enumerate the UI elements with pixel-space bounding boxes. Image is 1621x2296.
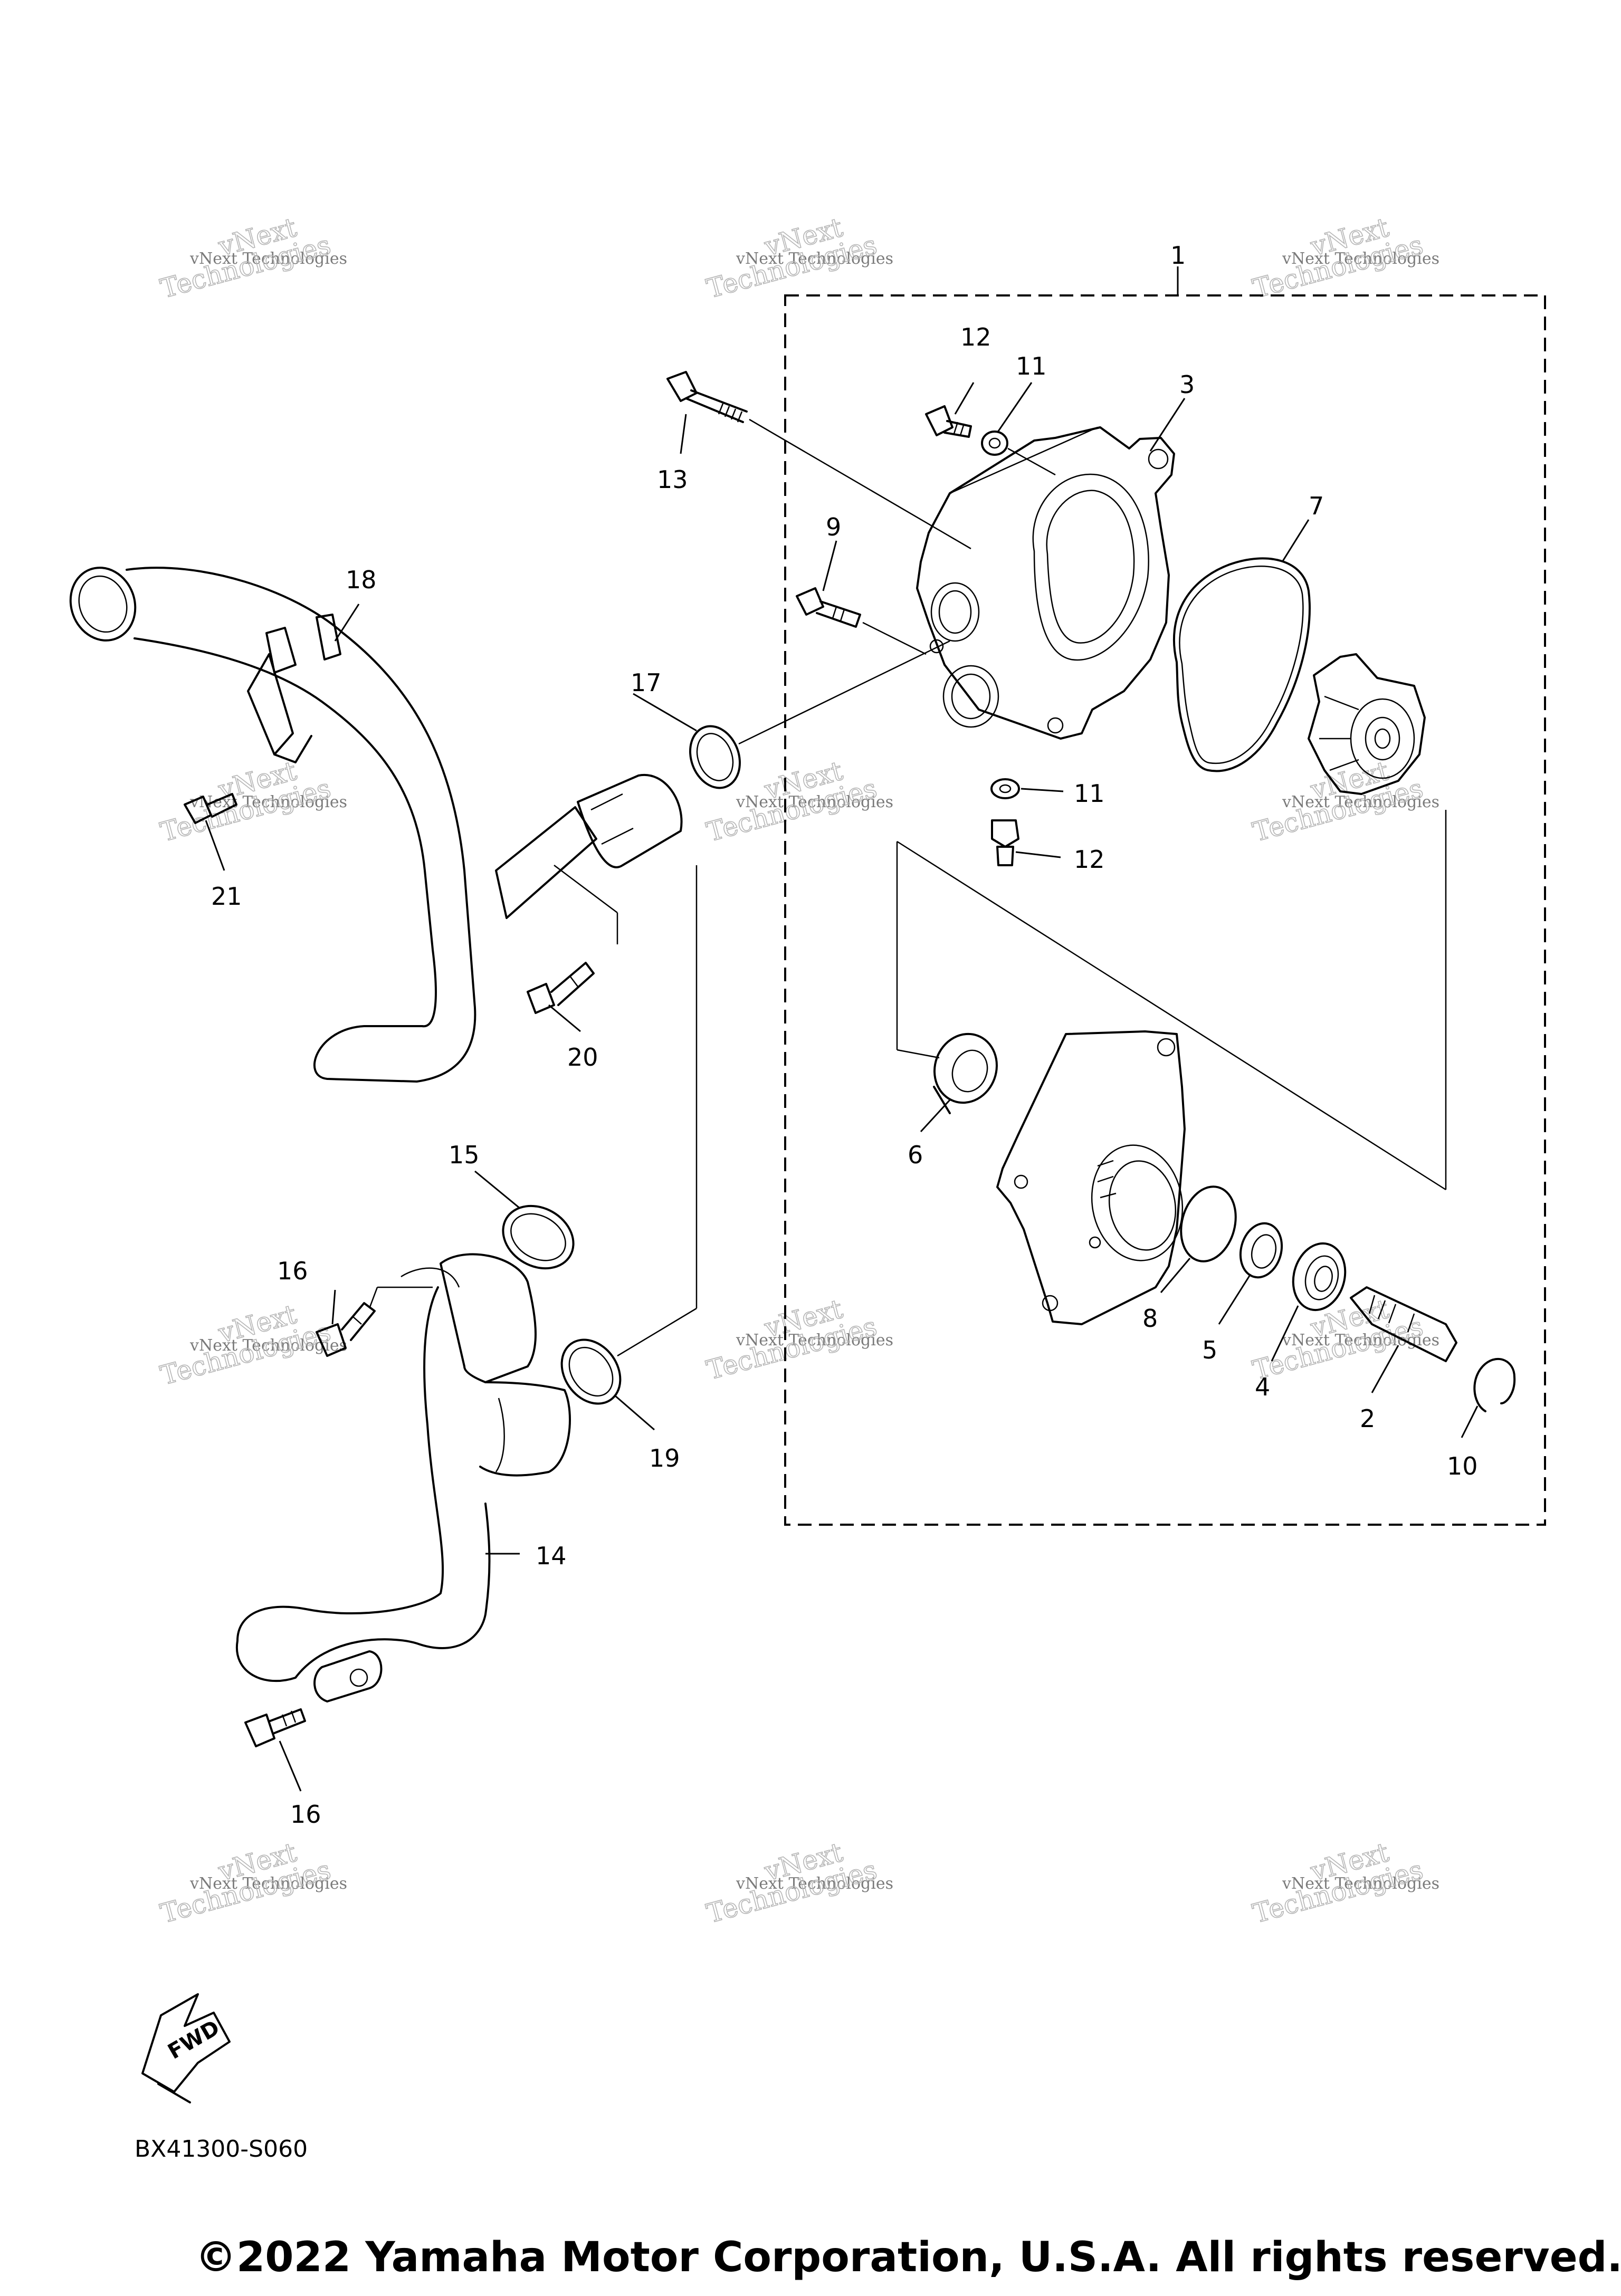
watermarks: vNext Technologies vNext Technologies vN… [157,212,1439,1929]
circlip-10 [1473,1357,1516,1412]
washer-11-bottom [990,778,1020,799]
callout-5: 5 [1202,1336,1217,1364]
svg-text:vNext Technologies: vNext Technologies [736,1874,893,1893]
callout-7: 7 [1309,492,1324,520]
bolt-16-top [316,1286,433,1357]
o-ring-17 [689,640,950,789]
callout-10: 10 [1447,1452,1478,1480]
watermark: vNext Technologies vNext Technologies [157,212,347,304]
svg-text:vNext Technologies: vNext Technologies [1282,250,1439,268]
watermark: vNext Technologies vNext Technologies [1249,755,1439,848]
o-ring-8 [1180,1185,1237,1262]
bearing-housing [996,1030,1186,1325]
callout-11-top: 11 [1016,352,1047,380]
bolt-20 [527,962,595,1014]
o-ring-15 [502,1204,575,1270]
assembly-callout: 1 [1170,241,1186,270]
watermark: vNext Technologies vNext Technologies [157,1298,347,1391]
svg-text:vNext Technologies: vNext Technologies [189,250,347,268]
pump-housing [916,426,1175,740]
svg-text:vNext Technologies: vNext Technologies [1282,793,1439,811]
callout-9: 9 [826,513,841,541]
bolt-16-bottom [244,1708,306,1747]
watermark: vNext Technologies vNext Technologies [703,1293,893,1386]
callout-2: 2 [1360,1404,1375,1433]
callout-4: 4 [1255,1373,1270,1401]
leader-lines [205,382,1479,1792]
seal-5 [1239,1222,1283,1279]
svg-text:vNext Technologies: vNext Technologies [189,1874,347,1893]
bolt-13 [666,371,971,550]
svg-text:vNext Technologies: vNext Technologies [1282,1331,1439,1350]
callout-12-top: 12 [960,323,991,351]
watermark: vNext Technologies vNext Technologies [1249,1836,1439,1929]
svg-text:vNext Technologies: vNext Technologies [736,793,893,811]
bolt-12-bottom [991,819,1019,866]
callout-19: 19 [649,1444,680,1472]
svg-text:vNext Technologies: vNext Technologies [736,1331,893,1350]
watermark: vNext Technologies vNext Technologies [157,1836,347,1929]
callout-11-bottom: 11 [1074,779,1105,808]
bolt-21 [184,793,237,824]
bolt-12-top [925,405,972,438]
callout-13: 13 [657,465,688,494]
svg-text:vNext Technologies: vNext Technologies [1282,1874,1439,1893]
watermark: vNext Technologies vNext Technologies [1249,212,1439,304]
watermark: vNext Technologies vNext Technologies [703,1836,893,1929]
callout-6: 6 [908,1141,923,1169]
assembly-box: 1 [784,241,1546,1526]
callout-20: 20 [567,1043,598,1072]
o-ring-19 [560,865,698,1405]
callouts: 2 3 4 5 6 7 8 9 10 11 11 12 12 13 14 15 … [211,323,1478,1829]
diagram-code: BX41300-S060 [135,2136,308,2163]
pipe-14 [235,1253,571,1702]
callout-16-bottom: 16 [290,1800,321,1829]
shaft-2 [1350,1286,1457,1362]
housing-gasket [1172,557,1311,772]
watermark: vNext Technologies vNext Technologies [157,755,347,848]
callout-16-top: 16 [277,1257,308,1285]
callout-14: 14 [536,1542,567,1570]
callout-15: 15 [449,1141,480,1169]
callout-3: 3 [1179,370,1195,399]
svg-text:vNext Technologies: vNext Technologies [189,793,347,811]
callout-17: 17 [631,668,662,697]
callout-12-bottom: 12 [1074,845,1105,874]
callout-18: 18 [346,566,377,594]
fwd-arrow-icon: FWD [141,1993,231,2103]
pipe-18 [69,567,683,1083]
impeller [1308,653,1426,795]
callout-8: 8 [1142,1304,1158,1333]
washer-11-top [981,430,1056,476]
watermark: vNext Technologies vNext Technologies [703,212,893,304]
oil-seal-6 [933,1032,998,1114]
callout-21: 21 [211,882,242,911]
explode-lines [896,810,1447,1191]
bearing-4 [1292,1242,1347,1312]
copyright-notice: ©2022 Yamaha Motor Corporation, U.S.A. A… [195,2234,1621,2281]
bolt-9 [796,587,927,655]
svg-text:vNext Technologies: vNext Technologies [736,250,893,268]
